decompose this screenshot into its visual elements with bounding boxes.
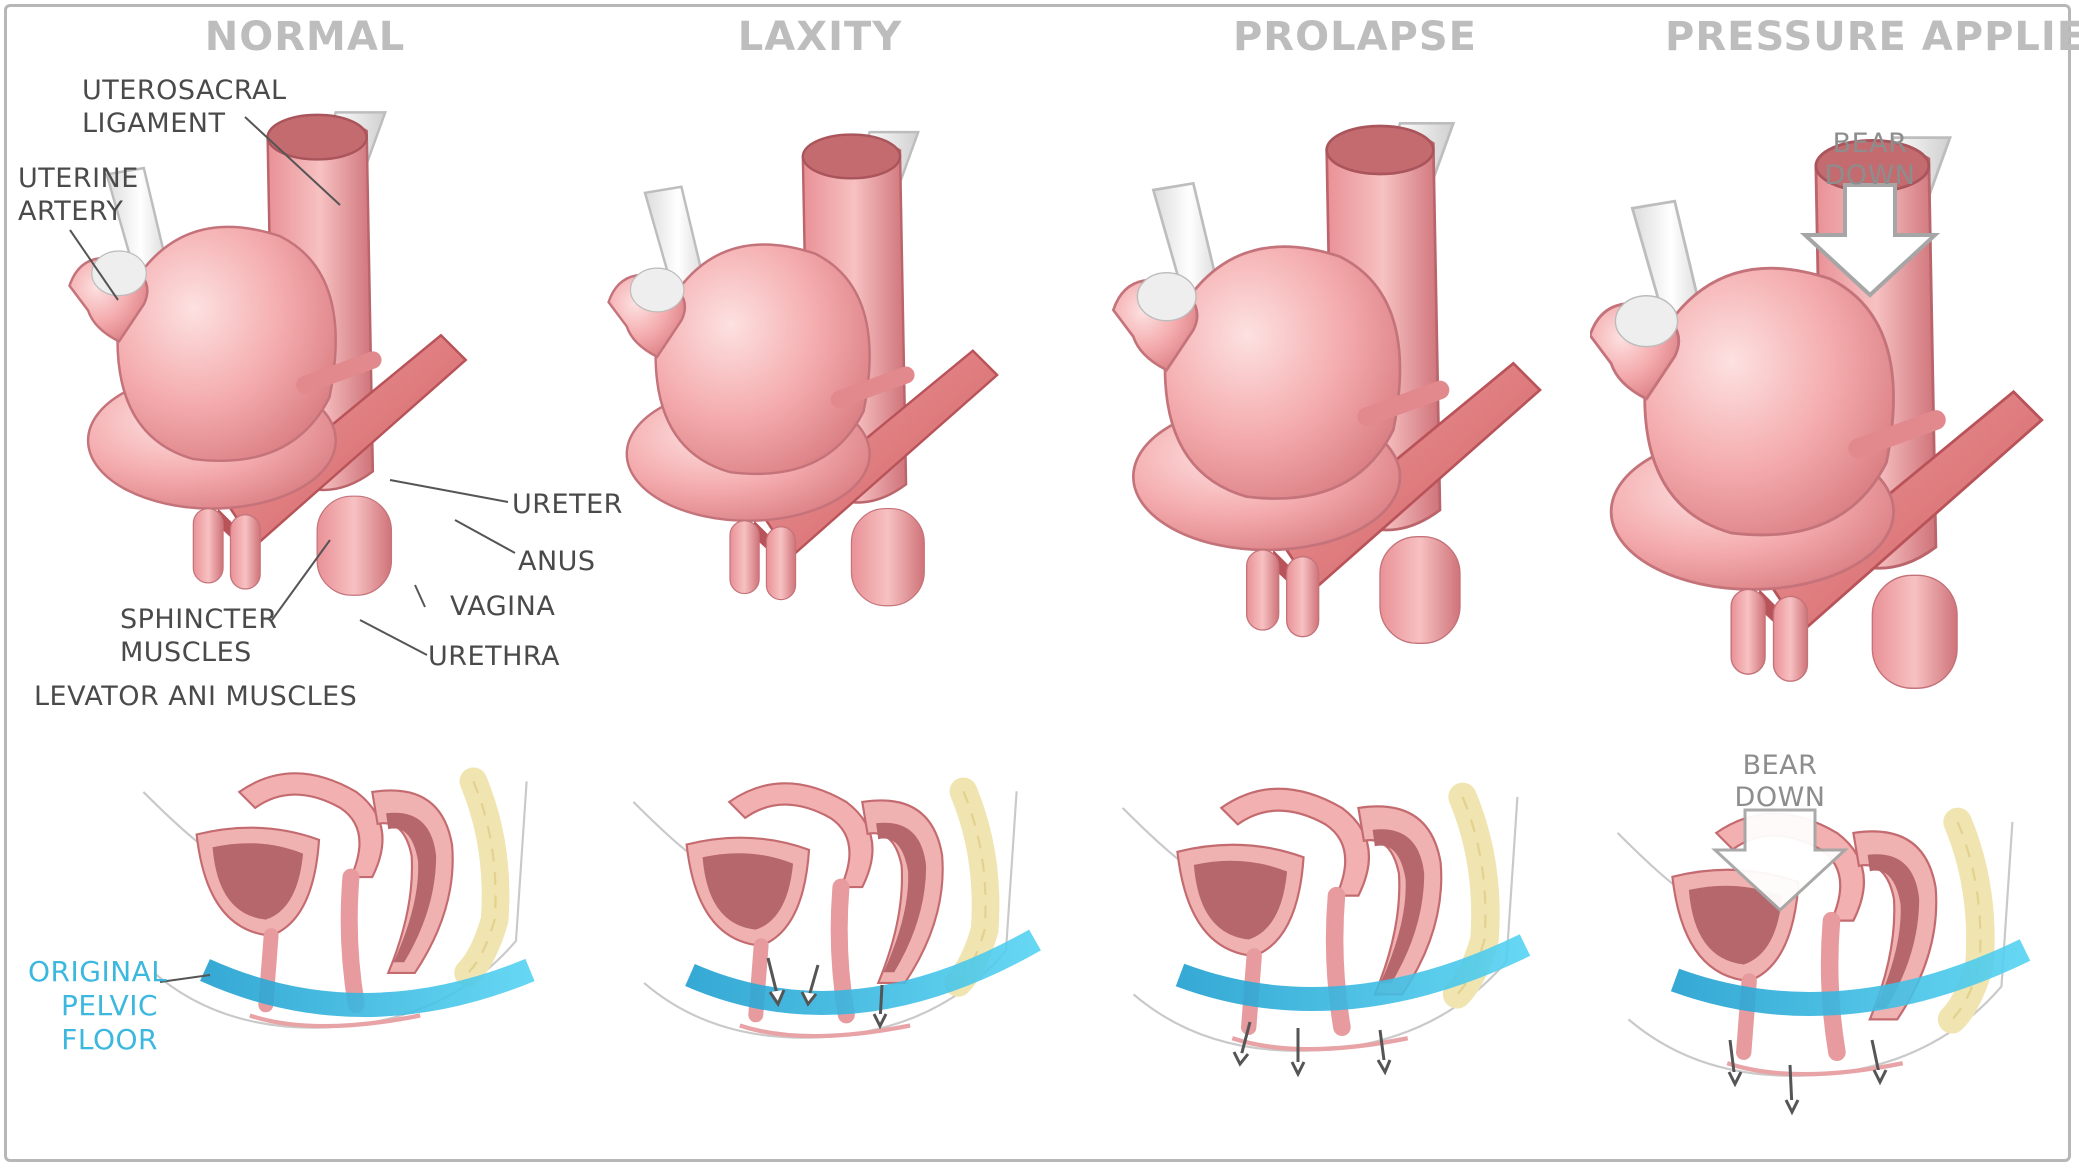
leader-lines [69,116,516,983]
laxity-organ-illustration [609,132,998,606]
bear-down-arrow-bottom [1711,808,1849,913]
prolapse-organ-illustration [1113,123,1540,643]
bear-down-arrow-top [1799,183,1941,298]
frame-border [4,4,2071,1162]
label-uterosacral-ligament: UTEROSACRAL LIGAMENT [82,75,287,139]
label-vagina: VAGINA [450,591,556,622]
prolapse-section-view [1123,789,1518,1051]
label-anus: ANUS [518,546,596,577]
label-urethra: URETHRA [428,641,561,672]
panel-title-laxity: LAXITY [737,14,903,60]
label-ureter: URETER [512,489,623,520]
pressure-applied-organ-illustration [1590,138,2042,689]
pelvic-floor-band-laxity [685,929,1041,1015]
label-bear-down-bottom: BEAR DOWN [1734,750,1826,813]
label-sphincter-muscles: SPHINCTER MUSCLES [120,604,278,668]
panel-title-normal: NORMAL [204,14,406,60]
label-levator-ani-muscles: LEVATOR ANI MUSCLES [34,681,358,712]
label-bear-down-top: BEAR DOWN [1824,128,1916,191]
pelvic-floor-band-pressure [1670,939,2031,1016]
panel-title-prolapse: PROLAPSE [1232,14,1477,60]
pelvic-floor-band-normal [200,958,535,1017]
panel-title-pressure-applied: PRESSURE APPLIED [1665,14,2079,60]
label-uterine-artery: UTERINE ARTERY [18,163,139,227]
descent-arrows [766,957,1888,1116]
pelvic-floor-band-prolapse [1175,934,1531,1011]
label-original-pelvic-floor: ORIGINAL PELVIC FLOOR [28,955,168,1056]
